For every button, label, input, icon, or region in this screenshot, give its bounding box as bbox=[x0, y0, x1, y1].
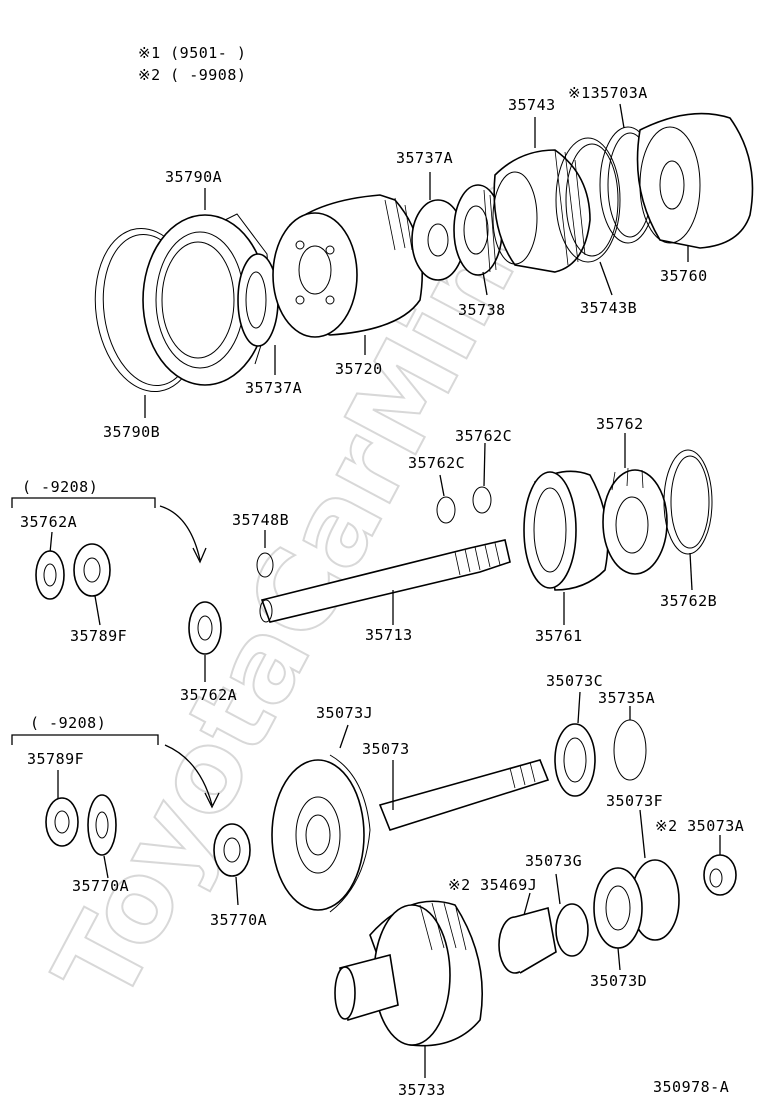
label-35073F: 35073F bbox=[606, 792, 663, 810]
bearing-35073F[interactable] bbox=[593, 859, 680, 949]
washer-35737A-upper[interactable] bbox=[411, 199, 465, 281]
gear-35762[interactable] bbox=[602, 467, 668, 575]
label-35073G: 35073G bbox=[525, 852, 582, 870]
shaft-35073[interactable] bbox=[271, 754, 550, 913]
bushing-35469J[interactable] bbox=[498, 906, 557, 974]
label-35790A: 35790A bbox=[165, 168, 222, 186]
snap-ring-35762B[interactable] bbox=[663, 449, 713, 555]
ring-gear-35790A[interactable] bbox=[142, 213, 272, 386]
washer-35789F-b[interactable] bbox=[45, 797, 79, 847]
clutch-hub-35743[interactable] bbox=[492, 149, 591, 273]
label-35073: 35073 bbox=[362, 740, 410, 758]
label-35073A: ※2 35073A bbox=[655, 817, 744, 835]
gear-35733[interactable] bbox=[334, 900, 483, 1047]
label-35748B: 35748B bbox=[232, 511, 289, 529]
label-35737A-upper: 35737A bbox=[396, 149, 453, 167]
drum-35761[interactable] bbox=[523, 470, 609, 591]
snap-ring-35748B[interactable] bbox=[256, 552, 274, 578]
label-35762: 35762 bbox=[596, 415, 644, 433]
label-35789F-b: 35789F bbox=[27, 750, 84, 768]
ring-35743B[interactable] bbox=[555, 137, 621, 263]
label-35738: 35738 bbox=[458, 301, 506, 319]
label-35789F-a: 35789F bbox=[70, 627, 127, 645]
label-35762B: 35762B bbox=[660, 592, 717, 610]
label-35761: 35761 bbox=[535, 627, 583, 645]
note-1: ※1 (9501- ) bbox=[138, 44, 246, 62]
note-2: ※2 ( -9908) bbox=[138, 66, 246, 84]
nut-35073A[interactable] bbox=[703, 854, 737, 896]
label-35735A: 35735A bbox=[598, 689, 655, 707]
drum-35720[interactable] bbox=[272, 194, 423, 338]
label-35713: 35713 bbox=[365, 626, 413, 644]
label-35073C: 35073C bbox=[546, 672, 603, 690]
arrow-2 bbox=[164, 744, 213, 806]
bracket-1 bbox=[11, 497, 156, 508]
bearing-35770A-a[interactable] bbox=[87, 794, 117, 856]
snap-ring-35762C-b[interactable] bbox=[472, 486, 492, 514]
snap-ring-35762C-a[interactable] bbox=[436, 496, 456, 524]
label-35770A-a: 35770A bbox=[72, 877, 129, 895]
label-35469J: ※2 35469J bbox=[448, 876, 537, 894]
label-35703A: ※135703A bbox=[568, 84, 648, 102]
label-35762C-a: 35762C bbox=[408, 454, 465, 472]
arrow-1 bbox=[159, 505, 201, 561]
bearing-35073C[interactable] bbox=[554, 723, 596, 797]
label-35770A-b: 35770A bbox=[210, 911, 267, 929]
label-35743B: 35743B bbox=[580, 299, 637, 317]
washer-35789F-a[interactable] bbox=[73, 543, 111, 597]
label-35760: 35760 bbox=[660, 267, 708, 285]
label-35073J: 35073J bbox=[316, 704, 373, 722]
drum-35760[interactable] bbox=[636, 112, 754, 249]
label-35762A-a: 35762A bbox=[20, 513, 77, 531]
bearing-35762A-a[interactable] bbox=[35, 550, 65, 600]
bearing-35762A-b[interactable] bbox=[188, 601, 222, 655]
washer-35770A-b[interactable] bbox=[213, 823, 251, 877]
label-35733: 35733 bbox=[398, 1081, 446, 1099]
bracket-1-label: ( -9208) bbox=[22, 478, 98, 496]
snap-ring-35735A[interactable] bbox=[613, 719, 647, 781]
label-35720: 35720 bbox=[335, 360, 383, 378]
figure-id: 350978-A bbox=[653, 1078, 729, 1096]
bracket-2-label: ( -9208) bbox=[30, 714, 106, 732]
label-35762C-b: 35762C bbox=[455, 427, 512, 445]
label-35790B: 35790B bbox=[103, 423, 160, 441]
shaft-35713[interactable] bbox=[259, 539, 511, 623]
bearing-35738[interactable] bbox=[453, 184, 503, 276]
label-35762A-b: 35762A bbox=[180, 686, 237, 704]
label-35743: 35743 bbox=[508, 96, 556, 114]
label-35073D: 35073D bbox=[590, 972, 647, 990]
part-35737A-lower[interactable] bbox=[237, 253, 279, 347]
label-35737A-lower: 35737A bbox=[245, 379, 302, 397]
bracket-2 bbox=[11, 734, 159, 745]
sleeve-35073G[interactable] bbox=[555, 903, 589, 957]
